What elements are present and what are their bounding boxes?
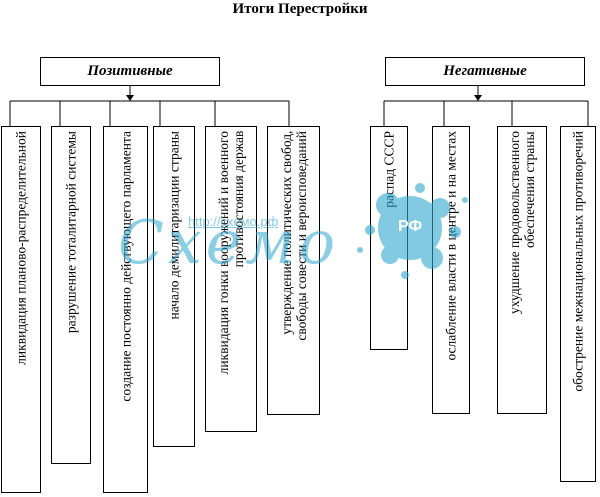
positive-label: Позитивные <box>87 63 173 79</box>
positive-item-5: ликвидация гонки вооружений и военного п… <box>205 126 257 432</box>
negative-header: Негативные <box>385 57 585 86</box>
negative-item-3-text: ухудшение продовольственного обеспечения… <box>507 131 537 314</box>
negative-label: Негативные <box>443 63 527 79</box>
positive-item-3-text: создание постоянно действующего парламен… <box>118 131 133 402</box>
positive-item-3: создание постоянно действующего парламен… <box>103 126 148 493</box>
negative-item-2: ослабление власти в центре и на местах <box>432 126 470 414</box>
negative-item-1-text: распад СССР <box>381 131 397 208</box>
negative-item-3: ухудшение продовольственного обеспечения… <box>497 126 547 414</box>
positive-item-4: начало демилитаризации страны <box>153 126 195 447</box>
positive-item-5-text: ликвидация гонки вооружений и военного п… <box>216 131 246 375</box>
diagram-title: Итоги Перестройки <box>232 1 368 17</box>
negative-item-4: обострение межнациональных противоречий <box>560 126 596 482</box>
positive-item-6-text: утверждение политических свобод, свободы… <box>278 131 309 341</box>
positive-item-2: разрушение тоталитарной системы <box>51 126 91 464</box>
negative-item-2-text: ослабление власти в центре и на местах <box>443 131 459 361</box>
positive-item-4-text: начало демилитаризации страны <box>166 131 182 320</box>
negative-item-1: распад СССР <box>370 126 408 350</box>
positive-item-1: ликвидация планово-распределительной <box>1 126 41 493</box>
positive-item-1-text: ликвидация планово-распределительной <box>13 131 29 365</box>
positive-item-6: утверждение политических свобод, свободы… <box>267 126 320 415</box>
positive-item-2-text: разрушение тоталитарной системы <box>63 131 79 334</box>
positive-header: Позитивные <box>40 57 220 86</box>
negative-item-4-text: обострение межнациональных противоречий <box>570 131 586 392</box>
